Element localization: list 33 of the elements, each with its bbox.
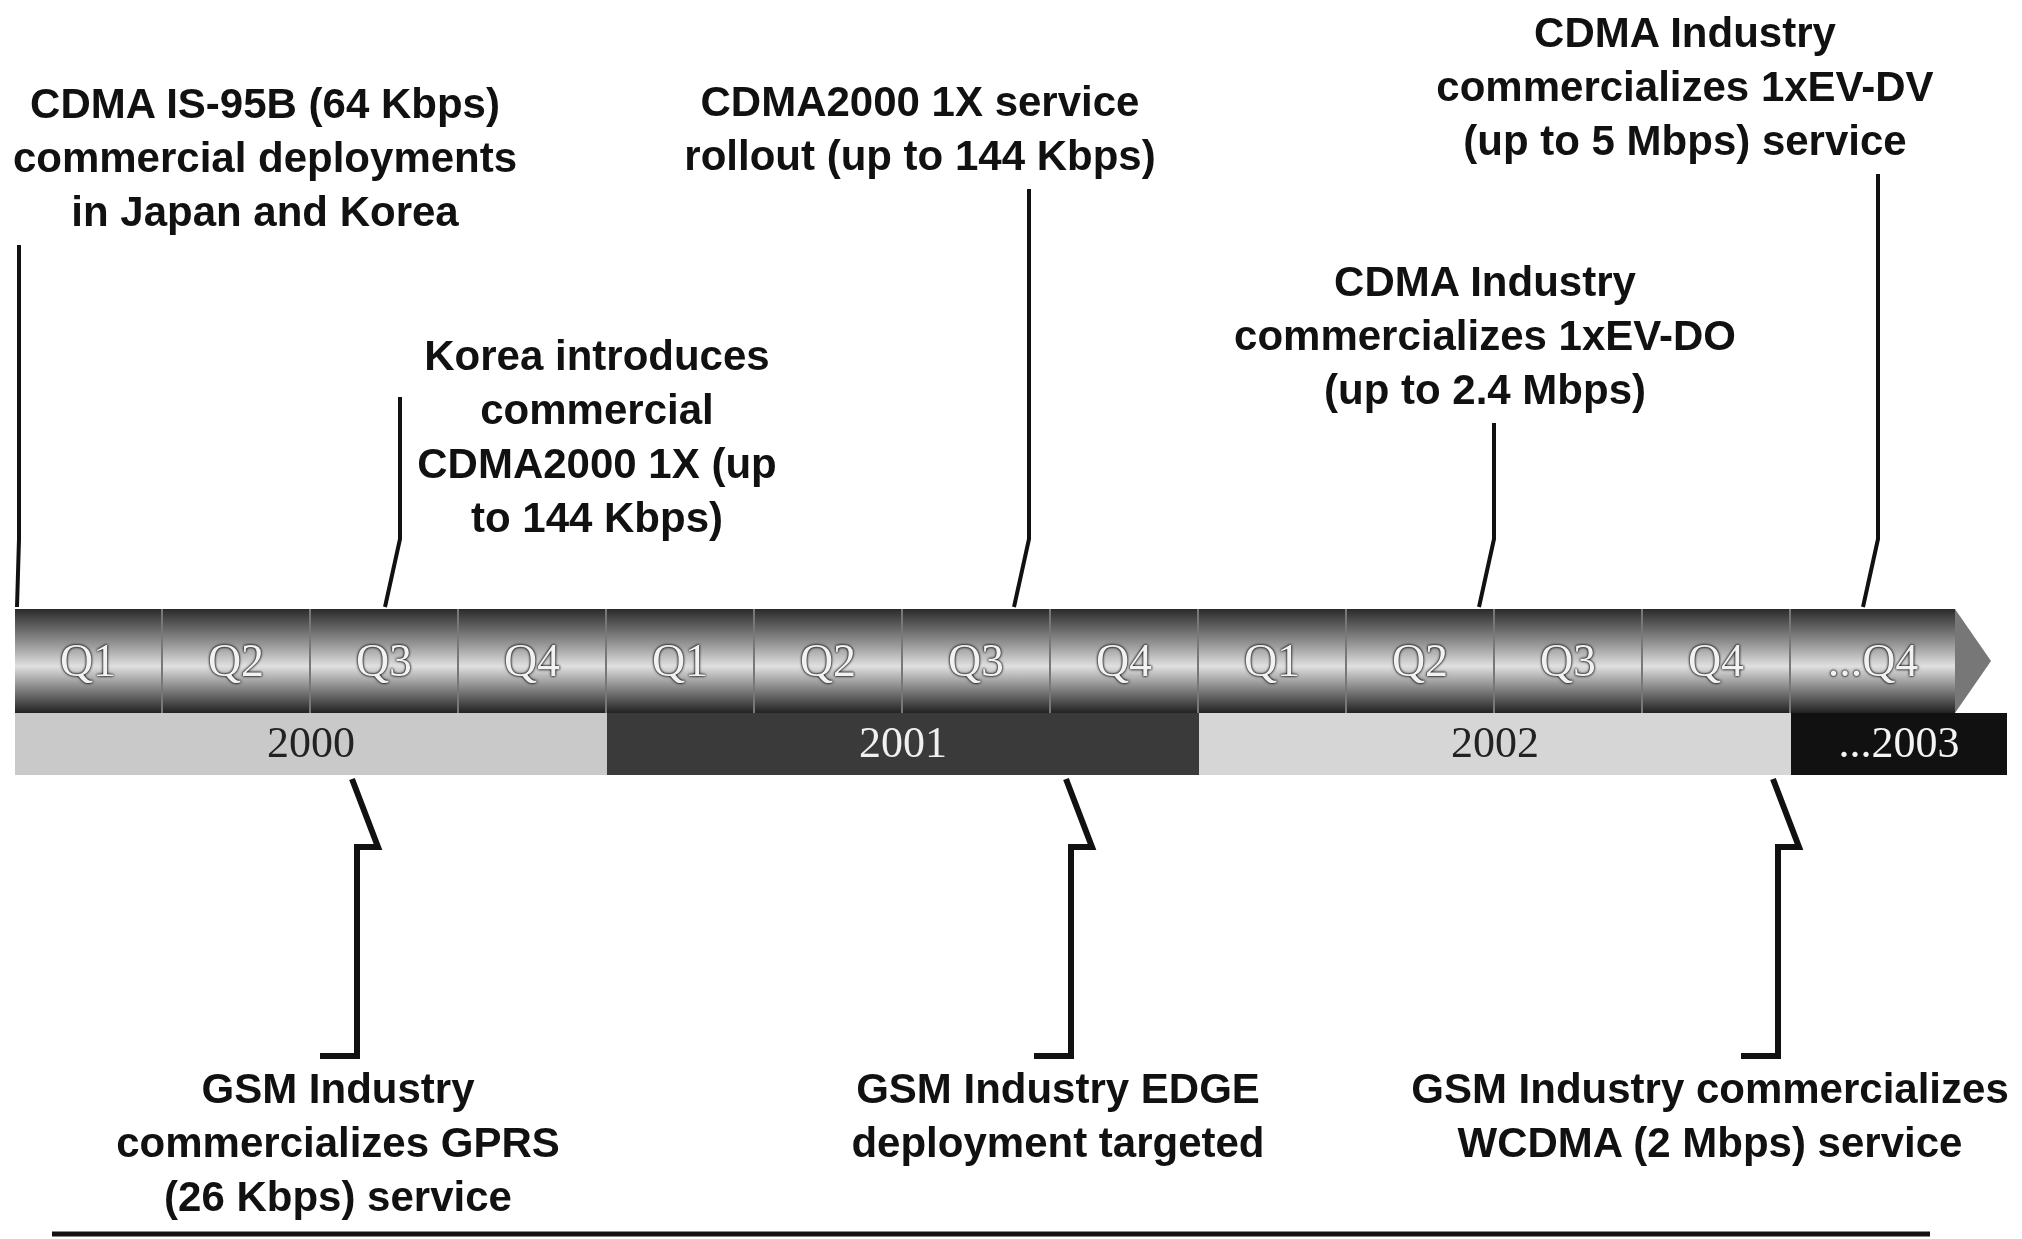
quarter-segment: Q4	[1051, 609, 1199, 713]
callout-text: CDMA IS-95B (64 Kbps) commercial deployments in Japan and Korea	[10, 77, 520, 239]
callout-text: CDMA2000 1X service rollout (up to 144 Kbps)	[660, 75, 1180, 183]
year-band: 2001	[607, 713, 1199, 775]
callout-text: GSM Industry commercializes WCDMA (2 Mbps) service	[1400, 1062, 2020, 1170]
quarter-segment: Q1	[1199, 609, 1347, 713]
quarter-segment: Q4	[459, 609, 607, 713]
quarter-segment: Q3	[903, 609, 1051, 713]
leader-line	[1861, 174, 1880, 608]
quarter-segment: Q2	[755, 609, 903, 713]
leader-line	[320, 777, 383, 1059]
leader-line	[383, 397, 402, 608]
quarter-segment: Q4	[1643, 609, 1791, 713]
quarter-segment: Q3	[1495, 609, 1643, 713]
callout-text: GSM Industry EDGE deployment targeted	[848, 1062, 1268, 1170]
leader-line	[1012, 189, 1031, 608]
callout-text: CDMA Industry commercializes 1xEV-DV (up to 5 Mbps) service	[1400, 6, 1970, 168]
quarter-segment: Q2	[163, 609, 311, 713]
leader-line	[1477, 423, 1496, 608]
leader-line	[1741, 777, 1804, 1059]
quarter-segment: Q2	[1347, 609, 1495, 713]
callout-text: Korea introduces commercial CDMA2000 1X (up to 144 Kbps)	[412, 329, 782, 545]
callout-text: GSM Industry commercializes GPRS (26 Kbps) service	[88, 1062, 588, 1224]
leader-line	[15, 245, 21, 608]
quarter-segment: Q3	[311, 609, 459, 713]
quarter-segment: Q1	[15, 609, 163, 713]
leader-line	[1034, 777, 1097, 1059]
year-band: ...2003	[1791, 713, 2007, 775]
quarter-segment: ...Q4	[1791, 609, 1955, 713]
callout-text: CDMA Industry commercializes 1xEV-DO (up to 2.4 Mbps)	[1200, 255, 1770, 417]
year-band: 2000	[15, 713, 607, 775]
quarter-segment: Q1	[607, 609, 755, 713]
year-band: 2002	[1199, 713, 1791, 775]
